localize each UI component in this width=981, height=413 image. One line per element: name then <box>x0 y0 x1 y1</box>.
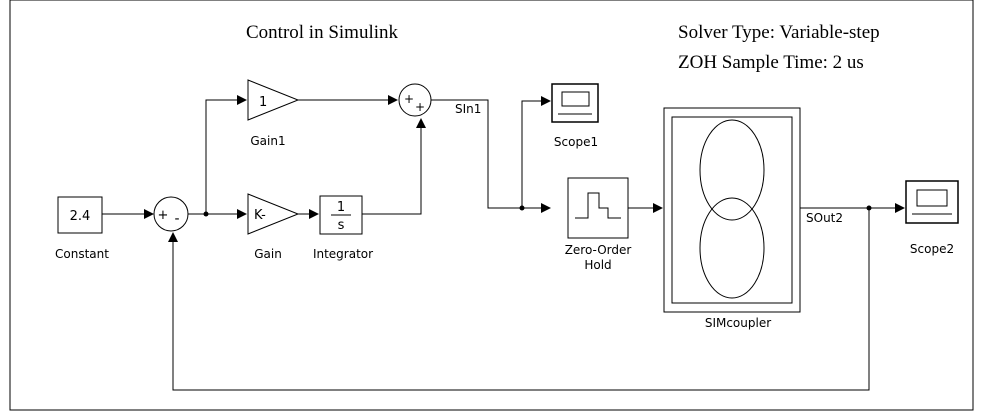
constant-block[interactable]: 2.4 <box>57 196 103 234</box>
wire-branch-scope1 <box>521 96 551 208</box>
constant-value: 2.4 <box>70 209 91 224</box>
integrator-denominator: s <box>338 218 345 233</box>
integrator-block[interactable]: 1 s <box>319 195 363 235</box>
wire-sin1 <box>431 99 551 213</box>
zoh-block[interactable] <box>567 177 629 239</box>
gain1-block[interactable]: 1 <box>247 79 300 121</box>
zoh-label-line2: Hold <box>584 258 611 272</box>
sum1-minus-sign: - <box>174 211 179 227</box>
scope2-block[interactable] <box>905 180 959 224</box>
sum1-plus-sign: + <box>158 208 169 223</box>
integrator-numerator: 1 <box>337 200 345 215</box>
gain-value: K- <box>254 208 266 223</box>
simcoupler-bottom-loop-icon <box>699 197 765 299</box>
simcoupler-label: SIMcoupler <box>705 316 771 330</box>
scope1-label: Scope1 <box>554 135 598 149</box>
sum2-block[interactable]: + + <box>398 83 432 117</box>
diagram-frame <box>9 0 974 411</box>
gain-label: Gain <box>254 247 282 261</box>
solver-type-text: Solver Type: Variable-step <box>678 22 880 43</box>
sum2-plus-bottom: + <box>415 100 425 114</box>
wire-integrator-sum2 <box>362 118 426 215</box>
zoh-sample-time-text: ZOH Sample Time: 2 us <box>678 52 864 73</box>
constant-label: Constant <box>55 247 109 261</box>
diagram-title: Control in Simulink <box>246 22 399 43</box>
sum1-block[interactable]: + - <box>153 196 189 232</box>
sin1-label: SIn1 <box>455 102 481 116</box>
gain1-value: 1 <box>259 95 267 110</box>
zoh-step-icon <box>575 192 621 219</box>
scope1-block[interactable] <box>551 83 599 123</box>
wire-feedback <box>168 208 870 391</box>
simcoupler-top-loop-icon <box>699 119 765 221</box>
scope2-label: Scope2 <box>910 242 954 256</box>
gain-block[interactable]: K- <box>247 193 300 235</box>
zoh-label-line1: Zero-Order <box>565 243 632 257</box>
integrator-label: Integrator <box>313 247 373 261</box>
gain1-label: Gain1 <box>250 134 285 148</box>
sout2-label: SOut2 <box>806 211 843 225</box>
sum2-plus-top: + <box>404 92 414 106</box>
simcoupler-block[interactable] <box>663 107 801 313</box>
wire-branch-gain1 <box>205 95 247 214</box>
